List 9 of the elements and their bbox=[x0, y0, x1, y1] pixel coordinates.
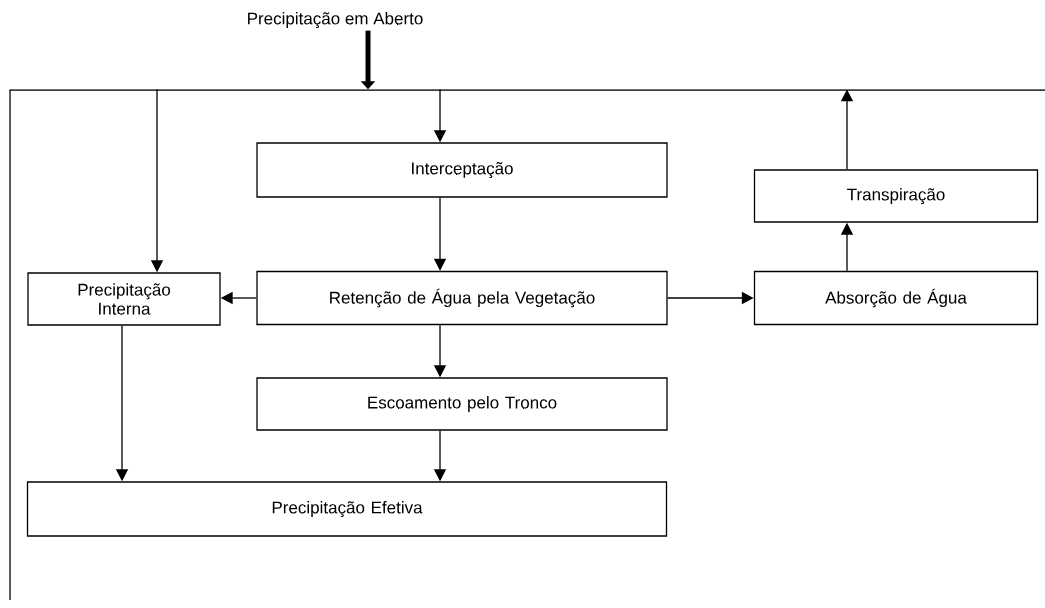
process-box: Interceptação bbox=[256, 142, 668, 198]
process-box: Escoamento pelo Tronco bbox=[256, 377, 668, 431]
process-box: Transpiração bbox=[753, 169, 1039, 223]
process-box: Retenção de Água pela Vegetação bbox=[256, 270, 668, 326]
process-box: Absorção de Água bbox=[753, 270, 1039, 326]
canopy-frame bbox=[9, 89, 1045, 601]
input-label: Precipitação em Aberto bbox=[248, 12, 423, 28]
process-box: Precipitação Efetiva bbox=[26, 481, 668, 537]
process-box: Precipitação Interna bbox=[27, 272, 221, 326]
